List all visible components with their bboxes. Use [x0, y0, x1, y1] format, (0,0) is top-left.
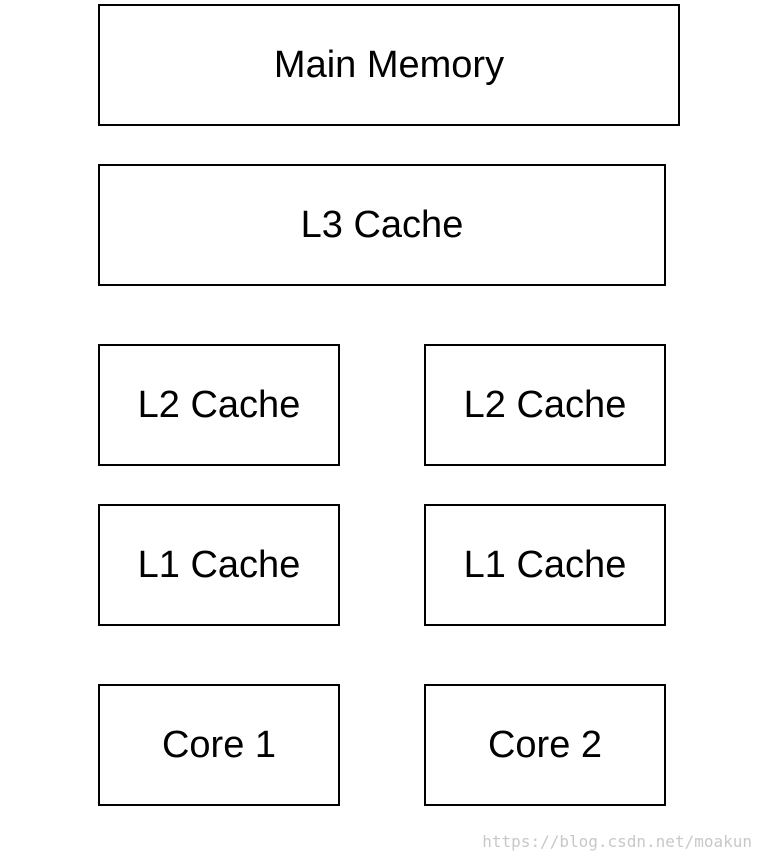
- main-memory-label: Main Memory: [273, 44, 505, 86]
- watermark-text: https://blog.csdn.net/moakun: [482, 832, 752, 851]
- main-memory-box: Main Memory: [98, 4, 680, 126]
- core-1-box: Core 1: [98, 684, 340, 806]
- core-1-label: Core 1: [161, 724, 277, 766]
- l3-cache-label: L3 Cache: [300, 204, 464, 246]
- l2-cache-label-left: L2 Cache: [137, 384, 301, 426]
- l2-cache-label-right: L2 Cache: [463, 384, 627, 426]
- core-2-label: Core 2: [487, 724, 603, 766]
- core-2-box: Core 2: [424, 684, 666, 806]
- l2-cache-box-right: L2 Cache: [424, 344, 666, 466]
- l2-cache-box-left: L2 Cache: [98, 344, 340, 466]
- l1-cache-box-left: L1 Cache: [98, 504, 340, 626]
- l1-cache-label-left: L1 Cache: [137, 544, 301, 586]
- l3-cache-box: L3 Cache: [98, 164, 666, 286]
- l1-cache-box-right: L1 Cache: [424, 504, 666, 626]
- l1-cache-label-right: L1 Cache: [463, 544, 627, 586]
